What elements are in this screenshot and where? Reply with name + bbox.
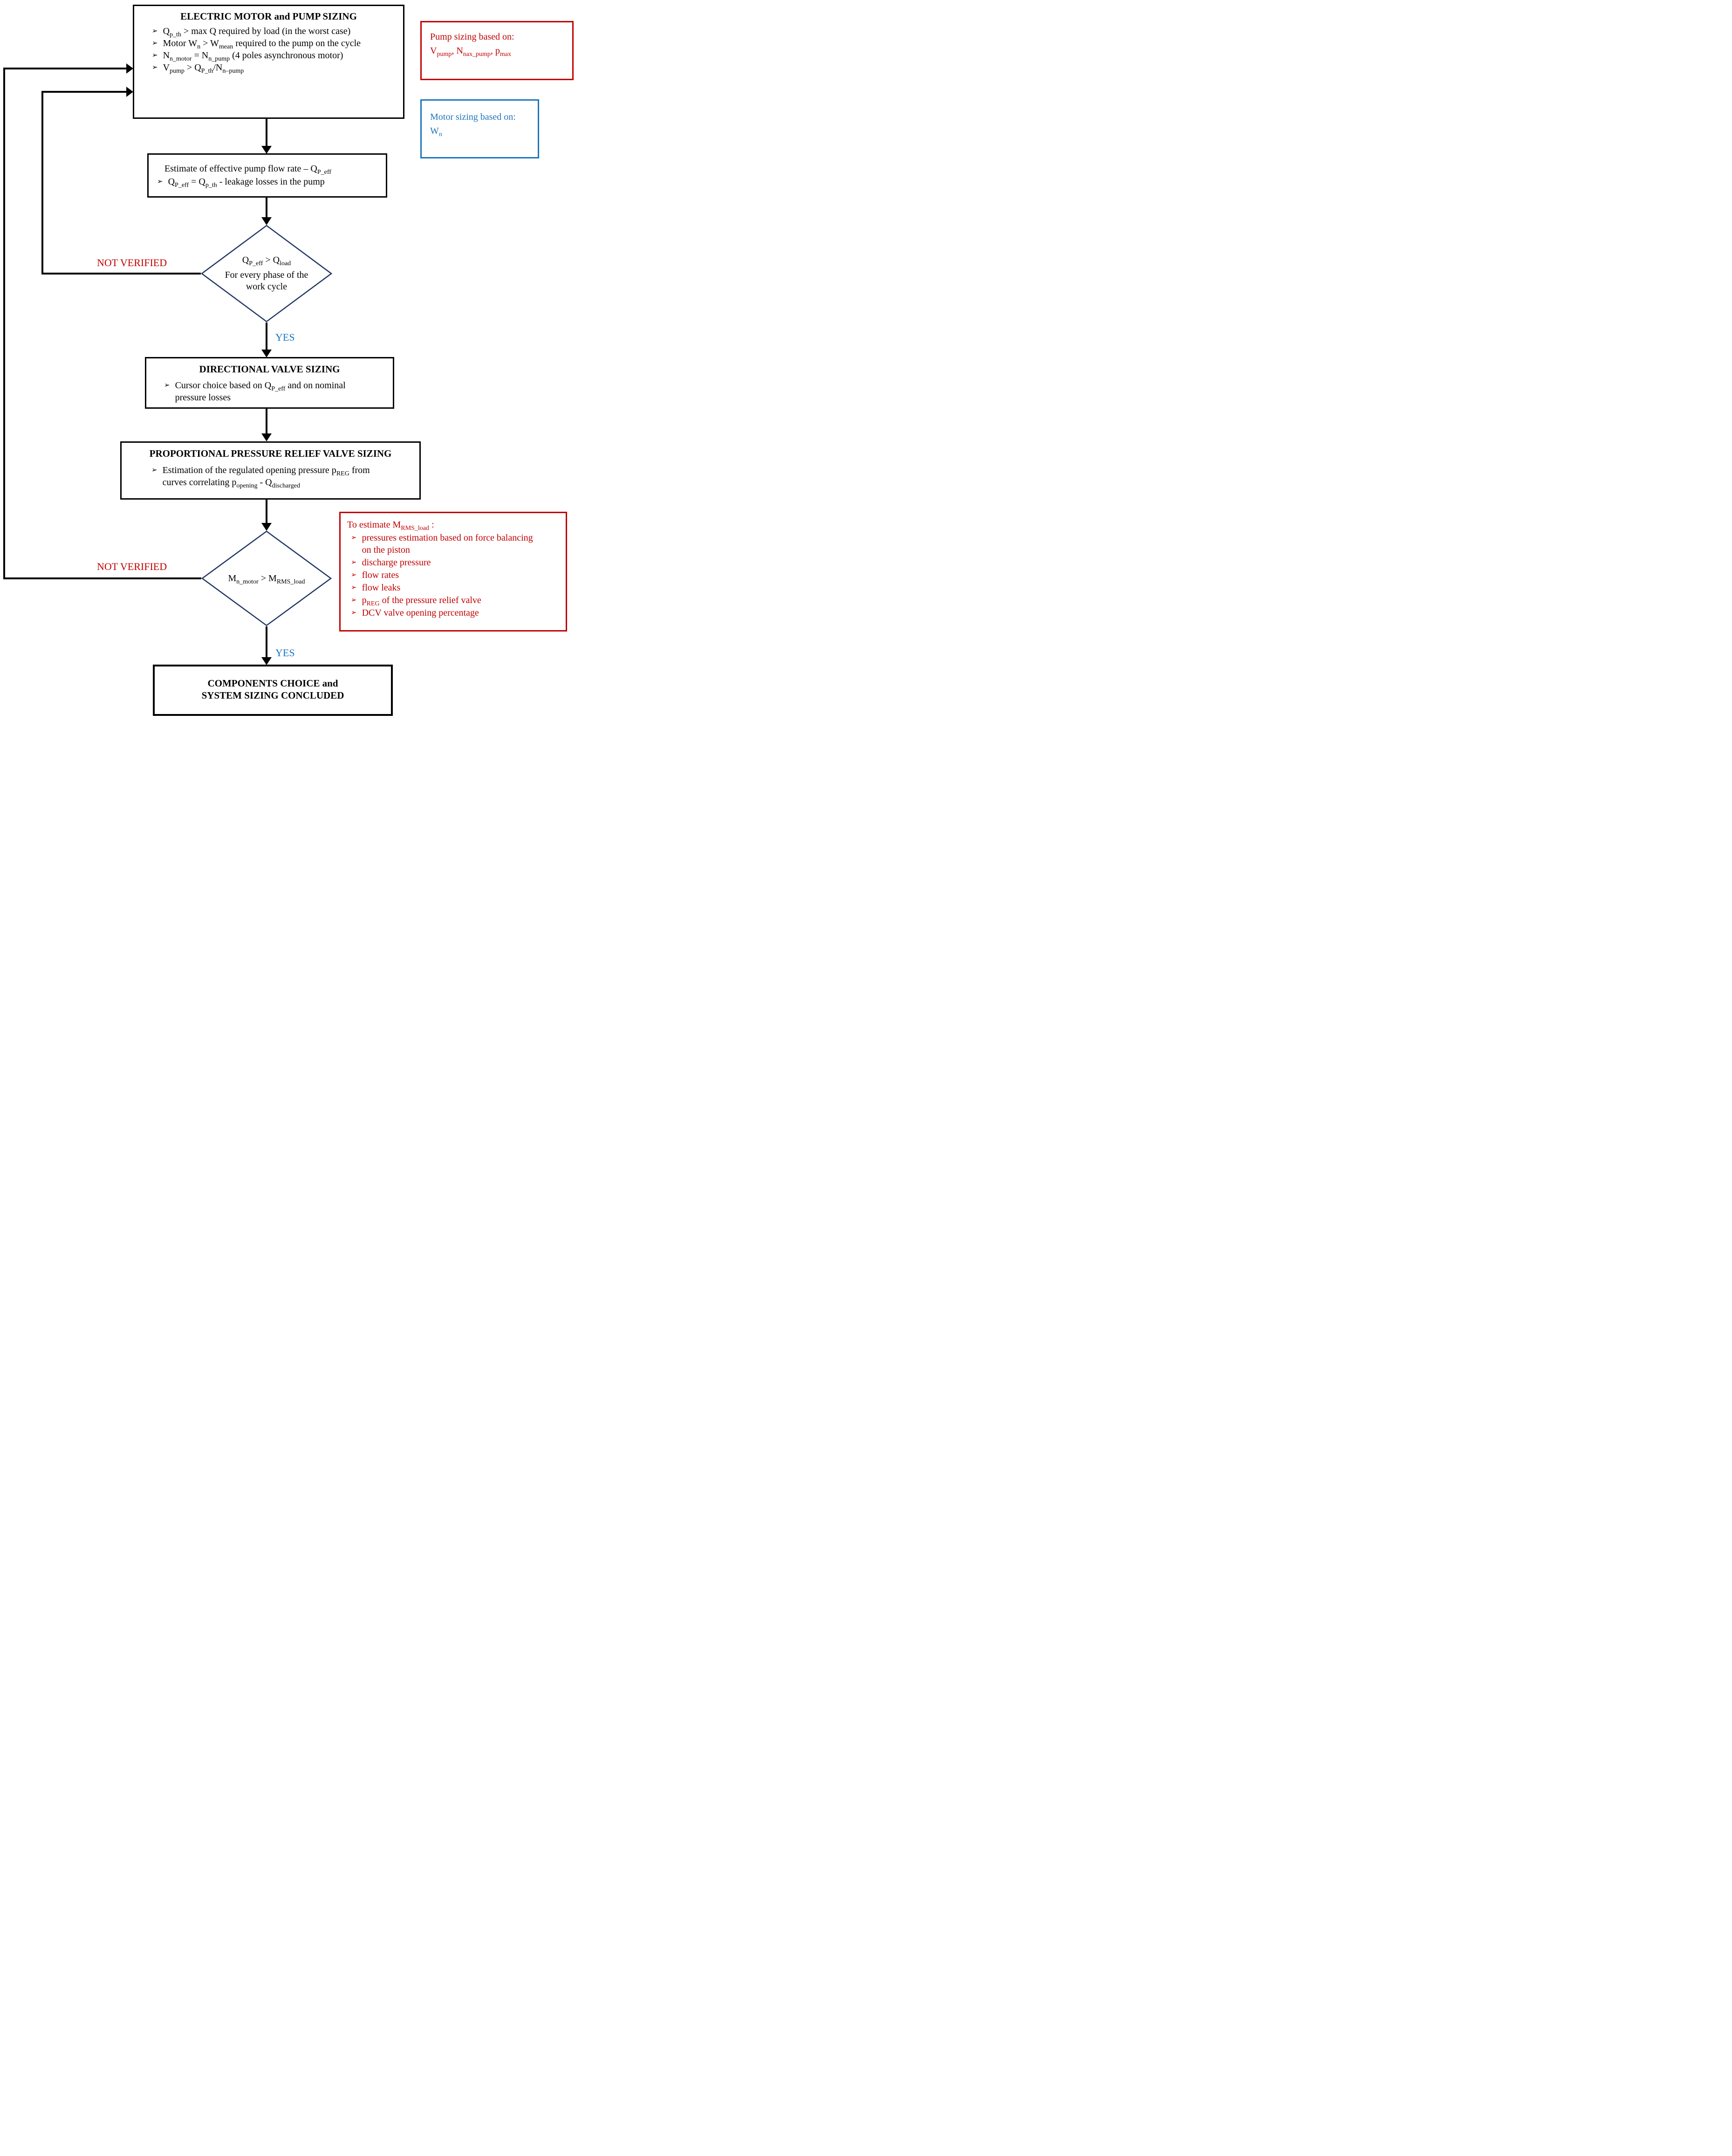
note-motor-sizing: Motor sizing based on: Wn [420, 99, 539, 158]
note-estimate-bullet-2: discharge pressure [362, 557, 431, 568]
feedback-line-inner-top [41, 91, 126, 93]
box2-line1: Estimate of effective pump flow rate – Q… [164, 164, 331, 176]
arrowhead-down-5-icon [261, 523, 272, 531]
flow-box-electric-motor-pump-sizing: ELECTRIC MOTOR and PUMP SIZING ➢ Qp_th >… [133, 5, 404, 119]
flow-box-estimate-flow-rate: Estimate of effective pump flow rate – Q… [147, 153, 387, 198]
connector-box4-decision2 [266, 500, 267, 524]
decision-diamond-shape [201, 225, 332, 323]
label-yes-1: YES [275, 331, 295, 343]
bullet-arrow-icon: ➢ [350, 583, 357, 591]
box3-title: DIRECTIONAL VALVE SIZING [199, 364, 340, 375]
note-pump-line1: Pump sizing based on: [430, 32, 514, 42]
list-item: ➢ Cursor choice based on QP_eff and on n… [156, 379, 383, 404]
flow-box-components-choice: COMPONENTS CHOICE and SYSTEM SIZING CONC… [153, 665, 393, 716]
bullet-arrow-icon: ➢ [151, 466, 158, 474]
bullet-arrow-icon: ➢ [164, 381, 171, 390]
label-not-verified-2: NOT VERIFIED [97, 561, 167, 572]
label-not-verified-1: NOT VERIFIED [97, 257, 167, 268]
note-estimate-bullet-1: pressures estimation based on force bala… [362, 532, 533, 555]
connector-box1-box2 [266, 119, 267, 148]
list-item: ➢ discharge pressure [347, 556, 559, 569]
flow-box-directional-valve-sizing: DIRECTIONAL VALVE SIZING ➢ Cursor choice… [145, 357, 394, 409]
box1-bullet-1: Qp_th > max Q required by load (in the w… [163, 26, 351, 39]
note-pump-line2: Vpump, Nnax_pump, pmax [430, 46, 512, 58]
note-pump-sizing: Pump sizing based on: Vpump, Nnax_pump, … [420, 21, 574, 80]
arrowhead-down-6-icon [261, 657, 272, 665]
note-estimate-bullet-5: pREG of the pressure relief valve [362, 595, 481, 607]
box1-title: ELECTRIC MOTOR and PUMP SIZING [180, 11, 357, 22]
box4-bullet: Estimation of the regulated opening pres… [162, 465, 370, 490]
list-item: ➢ Qp_th > max Q required by load (in the… [142, 25, 396, 39]
arrowhead-right-outer-icon [126, 63, 133, 74]
feedback-line-inner-vertical [41, 91, 43, 275]
bullet-arrow-icon: ➢ [350, 557, 357, 566]
arrowhead-down-4-icon [261, 433, 272, 441]
box1-bullet-4: Vpump > QP_th/Nn–pump [163, 62, 244, 75]
note-estimate-mrms: To estimate MRMS_load : ➢ pressures esti… [339, 512, 567, 632]
note-estimate-bullet-4: flow leaks [362, 582, 401, 593]
bullet-arrow-icon: ➢ [151, 27, 158, 35]
note-estimate-bullet-3: flow rates [362, 570, 399, 580]
bullet-arrow-icon: ➢ [350, 533, 357, 542]
flow-box-proportional-valve-sizing: PROPORTIONAL PRESSURE RELIEF VALVE SIZIN… [120, 441, 421, 500]
list-item: ➢ pREG of the pressure relief valve [347, 594, 559, 607]
list-item: ➢ QP_eff = Qp_th - leakage losses in the… [157, 176, 379, 189]
decision1-line1: QP_eff > Qload [242, 255, 291, 267]
list-item: ➢ pressures estimation based on force ba… [347, 532, 559, 556]
arrowhead-down-2-icon [261, 217, 272, 225]
feedback-line-inner-bottom [42, 273, 201, 275]
connector-box3-box4 [266, 409, 267, 434]
list-item: ➢ Estimation of the regulated opening pr… [132, 464, 409, 490]
list-item: ➢ Nn_motor = Nn_pump (4 poles asynchrono… [142, 49, 396, 62]
bullet-arrow-icon: ➢ [151, 39, 158, 48]
list-item: ➢ flow leaks [347, 582, 559, 594]
box5-line1: COMPONENTS CHOICE and [207, 678, 338, 689]
bullet-arrow-icon: ➢ [157, 177, 164, 186]
note-estimate-bullet-6: DCV valve opening percentage [362, 607, 479, 618]
arrowhead-right-inner-icon [126, 87, 133, 97]
list-item: ➢ DCV valve opening percentage [347, 607, 559, 619]
list-item: ➢ flow rates [347, 569, 559, 581]
box2-bullet: QP_eff = Qp_th - leakage losses in the p… [168, 177, 325, 189]
decision-torque: Mn_motor > MRMS_load [201, 530, 332, 626]
bullet-arrow-icon: ➢ [350, 608, 357, 617]
feedback-line-outer-bottom [4, 577, 201, 579]
box4-title: PROPORTIONAL PRESSURE RELIEF VALVE SIZIN… [149, 448, 392, 459]
feedback-line-outer-top [3, 68, 126, 69]
bullet-arrow-icon: ➢ [350, 570, 357, 579]
note-estimate-title: To estimate MRMS_load : [347, 520, 434, 532]
label-yes-2: YES [275, 647, 295, 659]
list-item: ➢ Motor Wn > Wmean required to the pump … [142, 37, 396, 51]
connector-decision2-box5 [266, 626, 267, 658]
decision1-line2: For every phase of the work cycle [225, 270, 308, 292]
decision2-text: Mn_motor > MRMS_load [228, 573, 305, 585]
box5-line2: SYSTEM SIZING CONCLUDED [201, 690, 344, 701]
arrowhead-down-3-icon [261, 350, 272, 357]
connector-box2-decision1 [266, 198, 267, 218]
decision-qpeff-qload: QP_eff > Qload For every phase of the wo… [201, 225, 332, 323]
decision-diamond-shape [201, 530, 332, 626]
bullet-arrow-icon: ➢ [151, 51, 158, 60]
flowchart-canvas: ELECTRIC MOTOR and PUMP SIZING ➢ Qp_th >… [0, 0, 577, 719]
box1-bullet-3: Nn_motor = Nn_pump (4 poles asynchronous… [163, 50, 343, 63]
connector-decision1-box3 [266, 323, 267, 350]
note-motor-text: Motor sizing based on: Wn [430, 112, 516, 138]
box3-bullet: Cursor choice based on QP_eff and on nom… [175, 380, 346, 403]
list-item: ➢ Vpump > QP_th/Nn–pump [142, 62, 396, 75]
feedback-line-outer-vertical [3, 68, 5, 579]
bullet-arrow-icon: ➢ [350, 595, 357, 604]
arrowhead-down-1-icon [261, 146, 272, 154]
box1-bullet-2: Motor Wn > Wmean required to the pump on… [163, 38, 361, 51]
bullet-arrow-icon: ➢ [151, 63, 158, 72]
